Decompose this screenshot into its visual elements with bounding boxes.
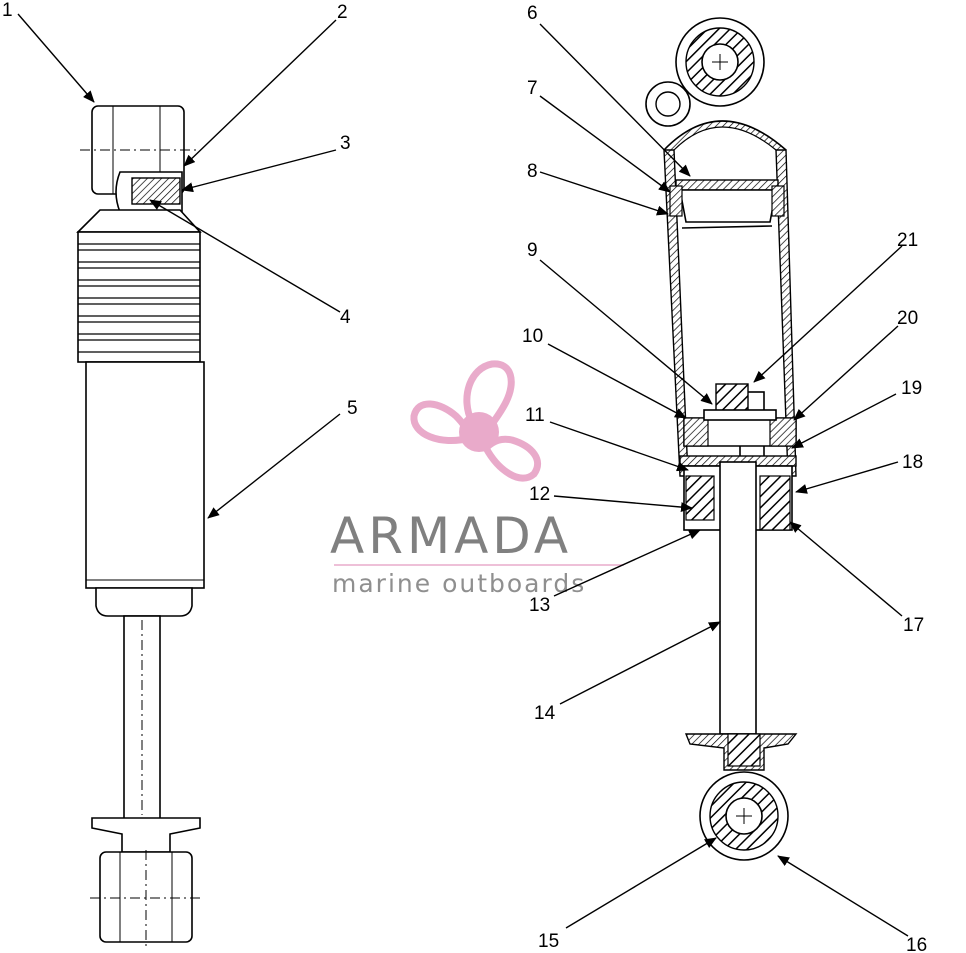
callout-21: 21 (897, 230, 918, 251)
callout-14: 14 (534, 703, 556, 724)
callout-15: 15 (538, 931, 559, 952)
callout-7: 7 (527, 78, 538, 99)
piston-rod-section (719, 461, 757, 735)
cylinder-wall-right (775, 149, 797, 477)
armada-logo: ARMADA marine outboards (330, 360, 624, 598)
shock-exterior-view (76, 105, 205, 950)
piston-nut (715, 383, 749, 413)
watermark-brand: ARMADA (330, 507, 572, 565)
ribbed-upper-body (77, 231, 201, 363)
callout-9: 9 (527, 240, 538, 261)
shock-cross-section (645, 17, 798, 861)
callout-18: 18 (902, 452, 923, 473)
callout-16: 16 (906, 935, 927, 953)
floating-piston (675, 179, 779, 191)
callout-10: 10 (522, 326, 543, 347)
callout-19: 19 (901, 378, 922, 399)
callout-2: 2 (337, 2, 348, 23)
callout-11: 11 (525, 405, 545, 426)
callout-labels: 1 2 3 4 5 6 7 8 9 10 11 12 13 14 15 16 1… (2, 0, 927, 953)
callout-13: 13 (529, 595, 550, 616)
callout-6: 6 (527, 3, 538, 24)
watermark-tagline: marine outboards (332, 569, 586, 598)
callout-17: 17 (903, 615, 924, 636)
leader-lines (17, 13, 909, 937)
callout-3: 3 (340, 133, 351, 154)
callout-4: 4 (340, 307, 351, 328)
lower-body-cylinder (85, 361, 205, 589)
lower-flange (91, 817, 201, 853)
callout-12: 12 (529, 484, 550, 505)
callout-8: 8 (527, 161, 538, 182)
callout-5: 5 (347, 398, 358, 419)
callout-1: 1 (2, 0, 13, 21)
propeller-icon (410, 360, 542, 482)
body-ribs (78, 243, 200, 353)
callout-20: 20 (897, 308, 918, 329)
